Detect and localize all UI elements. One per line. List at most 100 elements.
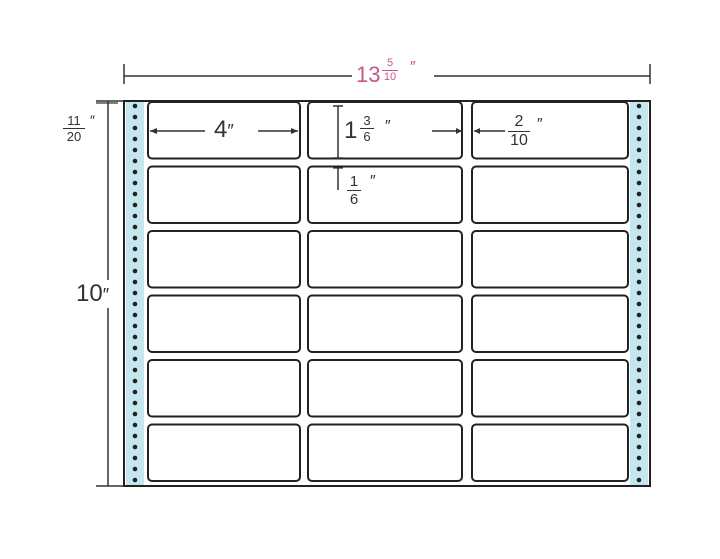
label-height-den: 6 <box>363 129 371 144</box>
overall-height-label: 10″ <box>76 280 110 308</box>
label-height-whole: 1 <box>344 117 358 144</box>
label-cell <box>147 423 301 482</box>
feed-hole <box>132 367 138 373</box>
h-gap-arrow-left <box>456 128 462 134</box>
overall-width-den: 10 <box>383 71 397 83</box>
feed-hole <box>636 125 642 131</box>
feed-hole <box>132 147 138 153</box>
overall-height-whole: 10 <box>76 280 103 307</box>
label-width-dimension <box>150 128 298 134</box>
feed-hole <box>636 257 642 263</box>
overall-width-whole: 13 <box>356 62 381 87</box>
h-gap-num: 2 <box>514 113 524 130</box>
h-gap-dimension <box>432 128 505 134</box>
feed-hole <box>636 235 642 241</box>
feed-hole <box>132 301 138 307</box>
label-cell <box>471 101 629 160</box>
feed-hole <box>132 334 138 340</box>
label-cell <box>147 359 301 418</box>
label-height-frac-bar <box>360 128 374 129</box>
feed-hole <box>132 279 138 285</box>
label-cell <box>471 165 629 224</box>
feed-hole <box>636 268 642 274</box>
feed-hole <box>132 444 138 450</box>
top-margin-fraction: 11 20 <box>63 114 85 143</box>
label-width-text: 4″ <box>214 118 234 142</box>
label-width-unit: ″ <box>227 121 234 141</box>
feed-hole <box>132 477 138 483</box>
feed-hole <box>636 147 642 153</box>
h-gap-fraction: 2 10 <box>508 114 530 149</box>
feed-hole <box>636 103 642 109</box>
label-cell <box>147 101 301 160</box>
label-width-whole: 4 <box>214 116 228 143</box>
feed-hole <box>132 103 138 109</box>
feed-hole <box>132 455 138 461</box>
feed-hole <box>636 466 642 472</box>
feed-hole <box>636 136 642 142</box>
label-cell <box>307 230 463 289</box>
feed-hole <box>132 180 138 186</box>
feed-hole <box>132 290 138 296</box>
feed-hole <box>132 323 138 329</box>
feed-hole <box>132 345 138 351</box>
label-height-num: 3 <box>363 113 371 128</box>
label-height-dimension <box>333 105 343 159</box>
label-width-arrow-right <box>291 128 298 134</box>
h-gap-unit: ″ <box>537 116 543 133</box>
feed-hole <box>636 477 642 483</box>
label-cell <box>471 294 629 353</box>
feed-hole <box>132 235 138 241</box>
label-cell <box>471 359 629 418</box>
feed-hole <box>132 136 138 142</box>
feed-hole <box>636 433 642 439</box>
feed-hole <box>132 268 138 274</box>
h-gap-arrow-right <box>474 128 480 134</box>
feed-hole <box>132 400 138 406</box>
feed-hole <box>132 202 138 208</box>
feed-hole <box>636 191 642 197</box>
feed-hole <box>132 378 138 384</box>
feed-hole <box>132 422 138 428</box>
feed-hole <box>636 213 642 219</box>
overall-width-fraction: 5 10 <box>382 58 398 83</box>
feed-hole <box>132 213 138 219</box>
feed-hole <box>636 345 642 351</box>
feed-hole <box>132 466 138 472</box>
feed-hole <box>636 411 642 417</box>
overall-width-unit: ″ <box>410 59 416 76</box>
label-cell <box>471 423 629 482</box>
feed-hole <box>132 114 138 120</box>
feed-hole <box>636 312 642 318</box>
label-cell <box>147 230 301 289</box>
feed-hole <box>636 378 642 384</box>
feed-hole <box>132 224 138 230</box>
feed-hole <box>132 356 138 362</box>
label-cell <box>307 423 463 482</box>
feed-hole <box>132 257 138 263</box>
top-margin-frac-bar <box>63 128 85 129</box>
feed-hole <box>132 411 138 417</box>
feed-hole <box>636 444 642 450</box>
feed-hole <box>636 367 642 373</box>
label-grid <box>147 101 629 482</box>
feed-hole <box>636 246 642 252</box>
v-gap-dimension <box>333 167 343 190</box>
label-width-arrow-left <box>150 128 157 134</box>
feed-hole <box>636 224 642 230</box>
sheet-outline <box>123 100 651 487</box>
feed-hole <box>636 279 642 285</box>
feed-hole <box>132 169 138 175</box>
feed-hole <box>636 290 642 296</box>
v-gap-num: 1 <box>349 173 359 190</box>
label-cell <box>307 165 463 224</box>
label-height-unit: ″ <box>385 118 391 135</box>
top-margin-num: 11 <box>67 113 81 128</box>
overall-width-label: 13 5 10 ″ <box>352 58 434 94</box>
label-height-fraction: 3 6 <box>360 114 374 143</box>
feed-strips <box>126 102 648 485</box>
label-cell <box>307 359 463 418</box>
feed-hole <box>636 180 642 186</box>
